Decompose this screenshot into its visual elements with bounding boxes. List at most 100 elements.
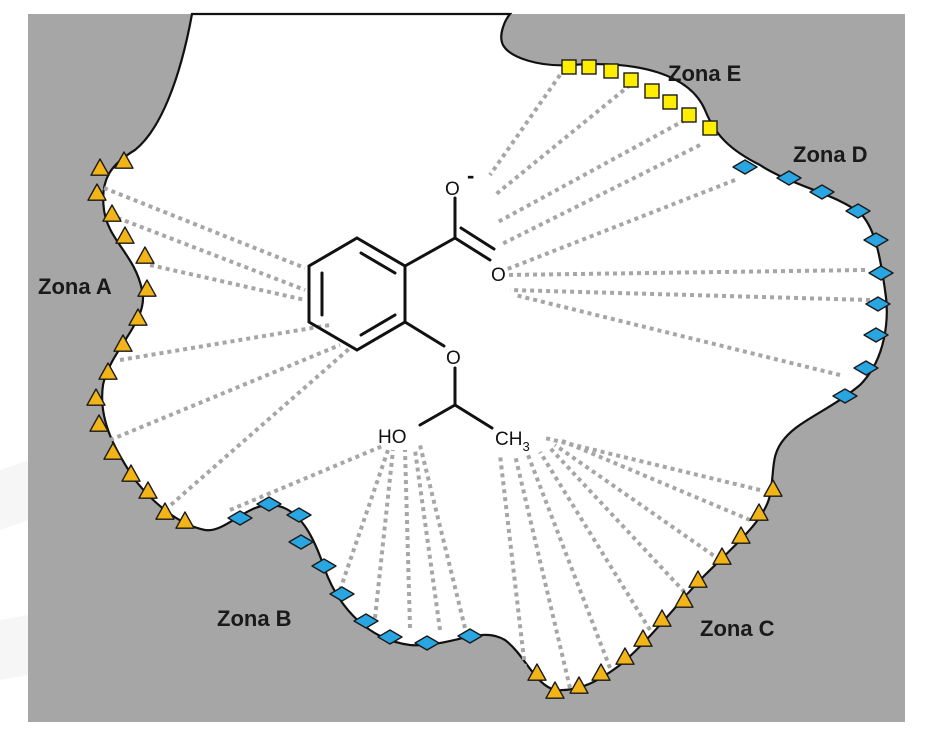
triangle-residue-marker <box>633 629 653 647</box>
triangle-residue-marker <box>545 681 565 699</box>
triangle-residue-marker <box>137 279 157 297</box>
bond-c-o-double-a <box>453 236 492 262</box>
diamond-residue-marker <box>288 534 314 550</box>
triangle-residue-marker <box>569 676 589 694</box>
triangle-residue-marker <box>674 590 694 608</box>
diamond-residue-marker <box>329 586 355 602</box>
triangle-residue-marker <box>128 308 148 326</box>
triangle-residue-marker <box>688 570 708 588</box>
contact-line <box>119 323 331 362</box>
contact-line <box>553 443 722 562</box>
contact-line <box>109 213 306 292</box>
contact-line <box>499 143 701 247</box>
triangle-residue-marker <box>175 511 195 529</box>
methyl-main: CH <box>495 429 522 450</box>
triangle-residue-marker <box>749 503 769 521</box>
triangle-residue-marker <box>87 183 107 201</box>
atom-methyl: CH3 <box>495 429 530 454</box>
contact-lines <box>103 73 871 689</box>
atom-o-ether: O <box>446 348 461 369</box>
square-residue-marker <box>623 72 639 88</box>
triangle-residue-marker <box>89 414 109 432</box>
contact-line <box>538 450 652 632</box>
contact-line <box>109 343 341 442</box>
triangle-residue-marker <box>712 547 732 565</box>
triangle-residue-marker <box>90 158 110 176</box>
triangle-residue-marker <box>98 362 118 380</box>
contact-line <box>548 446 692 600</box>
square-residue-marker <box>662 94 678 110</box>
diamond-residue-marker <box>868 265 894 281</box>
triangle-residue-marker <box>652 609 672 627</box>
diamond-residue-marker <box>853 360 879 376</box>
diamond-residue-marker <box>377 629 403 645</box>
square-residue-marker <box>561 59 577 75</box>
atom-o-carboxylate: O <box>445 179 460 200</box>
diamond-residue-marker <box>809 184 835 200</box>
zone-b-label: Zona B <box>217 606 292 631</box>
triangle-residue-marker <box>135 246 155 264</box>
contact-line <box>149 263 306 302</box>
zone-a-label: Zona A <box>38 274 112 299</box>
zone-a-residues <box>86 151 195 529</box>
triangle-residue-marker <box>731 526 751 544</box>
bond-ring-ether <box>403 320 446 348</box>
diamond-residue-marker <box>286 507 312 523</box>
diamond-residue-marker <box>457 628 483 644</box>
zone-d-label: Zona D <box>793 142 868 167</box>
bond-ch-ch3 <box>453 403 494 430</box>
contact-line <box>544 436 761 492</box>
contact-line <box>498 454 527 669</box>
diamond-residue-marker <box>414 635 440 651</box>
triangle-residue-marker <box>615 647 635 665</box>
diamond-residue-marker <box>863 232 889 248</box>
diamond-residue-marker <box>311 558 337 574</box>
contact-line <box>493 83 632 197</box>
diamond-residue-marker <box>863 327 889 343</box>
triangle-residue-marker <box>113 334 133 352</box>
contact-line <box>497 118 686 224</box>
contact-line <box>403 449 412 629</box>
diamond-residue-marker <box>776 170 802 186</box>
triangle-residue-marker <box>527 663 547 681</box>
triangle-residue-marker <box>155 502 175 520</box>
bond-c-o-double-b <box>459 226 496 251</box>
triangle-residue-marker <box>763 479 783 497</box>
triangle-residue-marker <box>138 481 158 499</box>
contact-line <box>338 449 390 591</box>
zone-b-residues <box>227 496 483 651</box>
charge-minus: - <box>467 163 474 188</box>
square-residue-marker <box>581 59 597 75</box>
contact-line <box>559 438 751 522</box>
zone-d-residues <box>732 159 894 404</box>
triangle-residue-marker <box>591 663 611 681</box>
square-residue-marker <box>644 83 660 99</box>
zone-e-label: Zona E <box>668 61 741 86</box>
bond-ring-carboxyl <box>403 236 457 268</box>
diamond-residue-marker <box>353 613 379 629</box>
triangle-residue-marker <box>115 226 135 244</box>
triangle-residue-marker <box>86 388 106 406</box>
atom-o-carbonyl: O <box>491 265 506 286</box>
methyl-subscript: 3 <box>522 439 529 454</box>
zone-c-label: Zona C <box>700 616 775 641</box>
diamond-residue-marker <box>227 510 253 526</box>
contact-line <box>413 449 442 631</box>
square-residue-marker <box>702 120 718 136</box>
contact-line <box>163 346 352 512</box>
triangle-residue-marker <box>121 464 141 482</box>
diamond-residue-marker <box>845 203 871 219</box>
diamond-residue-marker <box>732 159 758 175</box>
ligand-molecule: O - O O HO CH3 <box>307 163 530 454</box>
triangle-residue-marker <box>102 204 122 222</box>
diamond-residue-marker <box>832 388 858 404</box>
square-residue-marker <box>603 63 619 79</box>
triangle-residue-marker <box>103 442 123 460</box>
diamond-residue-marker <box>256 496 282 512</box>
zone-c-residues <box>527 479 783 699</box>
zone-e-residues <box>561 59 718 136</box>
contact-line <box>526 454 612 669</box>
bond-ch-oh <box>418 403 457 427</box>
square-residue-marker <box>681 107 697 123</box>
